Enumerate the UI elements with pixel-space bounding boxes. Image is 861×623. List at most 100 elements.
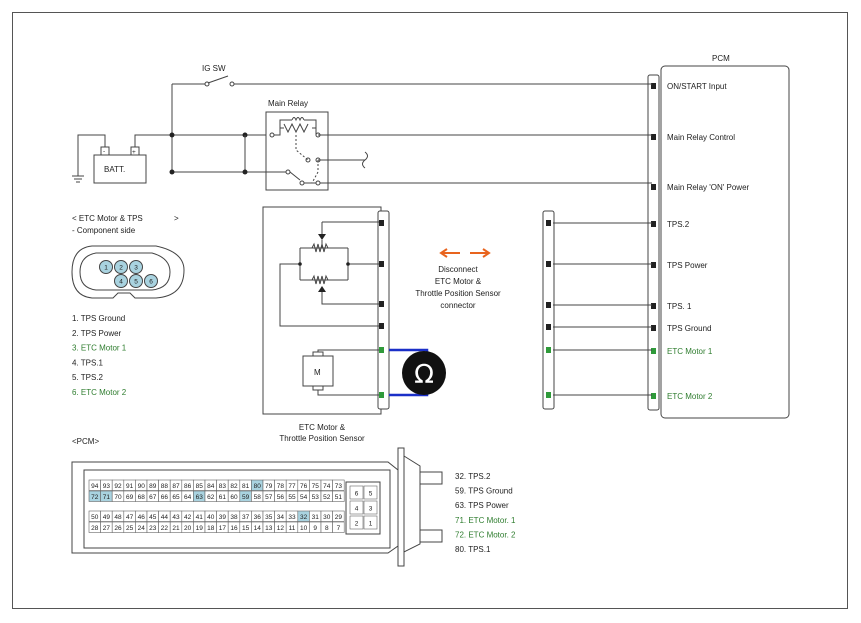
pcm-small-pin-number: 4 xyxy=(355,506,359,513)
component-pin xyxy=(129,260,143,274)
pcm-pin-label: Main Relay Control xyxy=(667,133,735,142)
pcm-connector-pin-number: 77 xyxy=(288,483,296,490)
pcm-small-pin-number: 2 xyxy=(355,521,359,528)
pcm-connector-title: <PCM> xyxy=(72,437,99,446)
disconnect-1: Disconnect xyxy=(438,265,478,274)
battery-label: BATT. xyxy=(104,165,125,174)
pcm-connector-pin-number: 50 xyxy=(91,514,99,521)
pcm-connector-legend-item: 32. TPS.2 xyxy=(455,472,491,481)
pcm-connector-pin-number: 23 xyxy=(149,525,157,532)
pcm-connector-legend-item: 71. ETC Motor. 1 xyxy=(455,516,516,525)
component-pin-desc: 5. TPS.2 xyxy=(72,373,104,382)
pcm-connector-pin-number: 75 xyxy=(312,483,320,490)
pcm-connector-pin-number: 49 xyxy=(103,514,111,521)
pcm-connector-pin-number: 74 xyxy=(323,483,331,490)
pcm-connector-pin-number: 19 xyxy=(196,525,204,532)
pcm-connector-pin-number: 9 xyxy=(313,525,317,532)
pcm-connector-pin-number: 91 xyxy=(126,483,134,490)
etc-motor-tps-unit: M ETC Motor & Throttle Position Sensor xyxy=(262,206,390,443)
pcm-connector-pin xyxy=(332,521,345,533)
pcm-pin-marker xyxy=(651,221,656,227)
pcm-connector-pin-number: 76 xyxy=(300,483,308,490)
pcm-connector-pin-number: 20 xyxy=(184,525,192,532)
pcm-connector-pin-number: 59 xyxy=(242,494,250,501)
component-pin-number: 6 xyxy=(149,279,153,286)
pcm-connector-legend-item: 63. TPS Power xyxy=(455,501,509,510)
pcm-connector-pin-number: 33 xyxy=(288,514,296,521)
battery-plus: + xyxy=(132,149,136,156)
pcm-pin-marker xyxy=(651,262,656,268)
component-pin xyxy=(144,274,158,288)
pcm-connector-pin-number: 70 xyxy=(114,494,122,501)
pcm-connector-pin-number: 21 xyxy=(172,525,180,532)
motor-symbol: M xyxy=(314,368,321,377)
pcm-connector-pin-number: 16 xyxy=(230,525,238,532)
pcm-connector-pin-number: 94 xyxy=(91,483,99,490)
pcm-small-pin-number: 1 xyxy=(369,521,373,528)
pcm-connector-pin-number: 82 xyxy=(230,483,238,490)
pcm-title: PCM xyxy=(712,54,730,63)
pcm-small-pin xyxy=(363,515,378,530)
disconnect-3: Throttle Position Sensor xyxy=(415,289,501,298)
pcm-connector-pin-number: 54 xyxy=(300,494,308,501)
pcm-connector-pin-number: 14 xyxy=(254,525,262,532)
pcm-pin-marker xyxy=(651,83,656,89)
pcm-pin-marker xyxy=(651,184,656,190)
pcm-connector-pin-number: 80 xyxy=(254,483,262,490)
pcm-connector-pin-number: 56 xyxy=(277,494,285,501)
pcm-connector-pin-number: 84 xyxy=(207,483,215,490)
pcm-connector-pin-number: 32 xyxy=(300,514,308,521)
pcm-pin-label: TPS. 1 xyxy=(667,302,692,311)
pcm-connector-pin-number: 52 xyxy=(323,494,331,501)
pcm-connector-pin-number: 37 xyxy=(242,514,250,521)
pcm-connector-pin-number: 61 xyxy=(219,494,227,501)
pcm-connector-pin-number: 55 xyxy=(288,494,296,501)
pcm-connector-pin-number: 65 xyxy=(172,494,180,501)
pcm-connector-pin-number: 90 xyxy=(138,483,146,490)
pcm-connector-pin-number: 88 xyxy=(161,483,169,490)
pcm-pin-marker xyxy=(651,303,656,309)
pcm-connector-legend-item: 80. TPS.1 xyxy=(455,545,491,554)
disconnect-2: ETC Motor & xyxy=(435,277,482,286)
pcm-connector-pin-number: 51 xyxy=(335,494,343,501)
component-pin xyxy=(99,260,113,274)
pcm-connector-pin-number: 15 xyxy=(242,525,250,532)
pcm-connector-pin-number: 89 xyxy=(149,483,157,490)
pcm-connector-pin-number: 62 xyxy=(207,494,215,501)
pcm-connector-pin-number: 7 xyxy=(337,525,341,532)
pcm-connector-pin-number: 30 xyxy=(323,514,331,521)
ig-sw-label: IG SW xyxy=(202,64,226,73)
pcm-connector-pin-number: 81 xyxy=(242,483,250,490)
main-relay: Main Relay xyxy=(169,99,652,191)
main-relay-label: Main Relay xyxy=(268,99,308,108)
pcm-connector-pin-number: 43 xyxy=(172,514,180,521)
component-pin-desc: 2. TPS Power xyxy=(72,329,122,338)
component-pin-number: 2 xyxy=(119,265,123,272)
component-pin xyxy=(114,274,128,288)
pcm-connector-pin-number: 28 xyxy=(91,525,99,532)
pcm-connector-pin-number: 47 xyxy=(126,514,134,521)
pcm-connector-pin-number: 71 xyxy=(103,494,111,501)
pcm-connector-pin-number: 10 xyxy=(300,525,308,532)
pcm-connector-pin-number: 36 xyxy=(254,514,262,521)
pcm-small-pin xyxy=(349,500,364,515)
component-title-2: - Component side xyxy=(72,226,136,235)
pcm-connector-pin xyxy=(332,490,345,502)
pcm-connector-pin-number: 92 xyxy=(114,483,122,490)
pcm-connector-pin-number: 35 xyxy=(265,514,273,521)
pcm-connector-pin-number: 66 xyxy=(161,494,169,501)
pcm-connector-pin-number: 57 xyxy=(265,494,273,501)
pcm-connector-pin-number: 67 xyxy=(149,494,157,501)
pcm-pin-marker xyxy=(651,348,656,354)
ohm-icon: Ω xyxy=(414,360,434,390)
pcm-connector-pin-number: 8 xyxy=(325,525,329,532)
pcm-small-pin xyxy=(349,485,364,500)
pcm-connector-pin-number: 64 xyxy=(184,494,192,501)
pcm-connector-pin-number: 18 xyxy=(207,525,215,532)
pcm-connector-pin-number: 17 xyxy=(219,525,227,532)
pcm-connector-legend-item: 72. ETC Motor. 2 xyxy=(455,530,516,539)
component-pin-desc: 4. TPS.1 xyxy=(72,358,104,367)
pcm-connector-pin-number: 63 xyxy=(196,494,204,501)
